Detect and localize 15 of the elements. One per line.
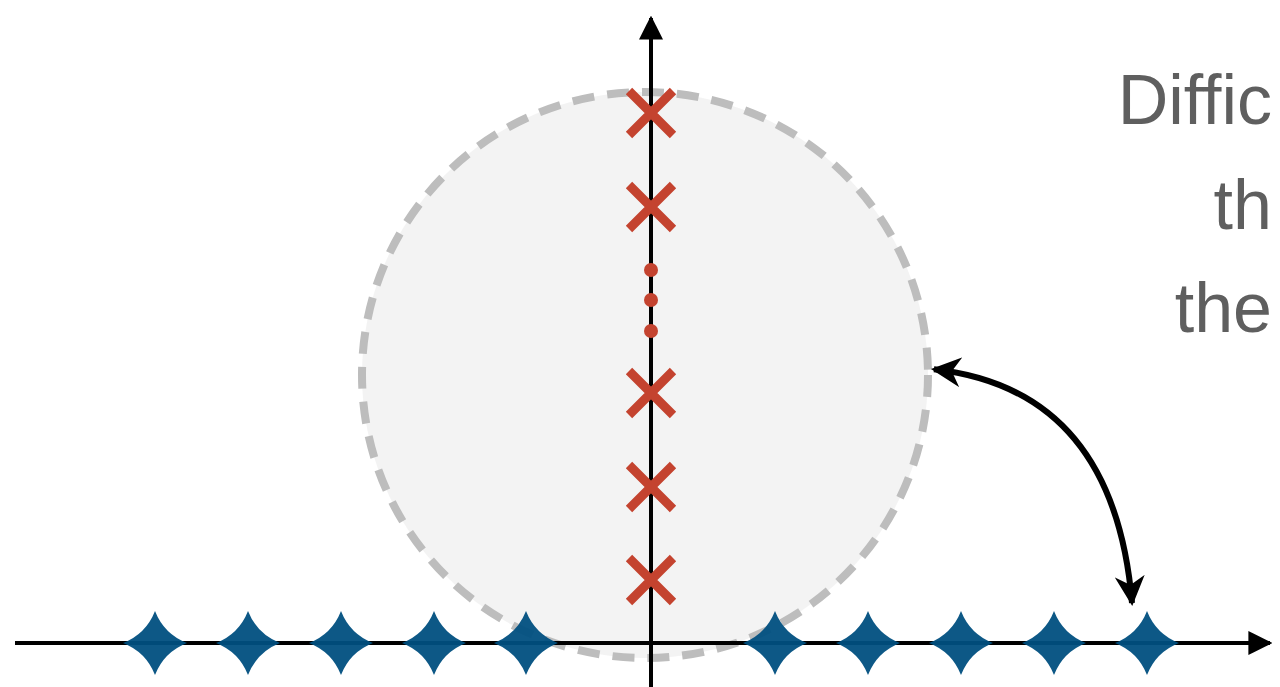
star-mark <box>123 611 187 675</box>
star-mark <box>743 611 807 675</box>
star-mark <box>1115 611 1179 675</box>
double-headed-arrow <box>931 358 1144 606</box>
star-mark <box>1022 611 1086 675</box>
annotation-text: Diffic <box>1117 60 1272 140</box>
star-mark <box>216 611 280 675</box>
dashed-circle-region <box>358 88 932 662</box>
annotation-text: the <box>1174 268 1272 348</box>
star-mark <box>402 611 466 675</box>
star-mark <box>929 611 993 675</box>
star-mark <box>836 611 900 675</box>
star-mark <box>494 611 558 675</box>
star-mark <box>309 611 373 675</box>
annotation-text: th <box>1213 165 1272 245</box>
